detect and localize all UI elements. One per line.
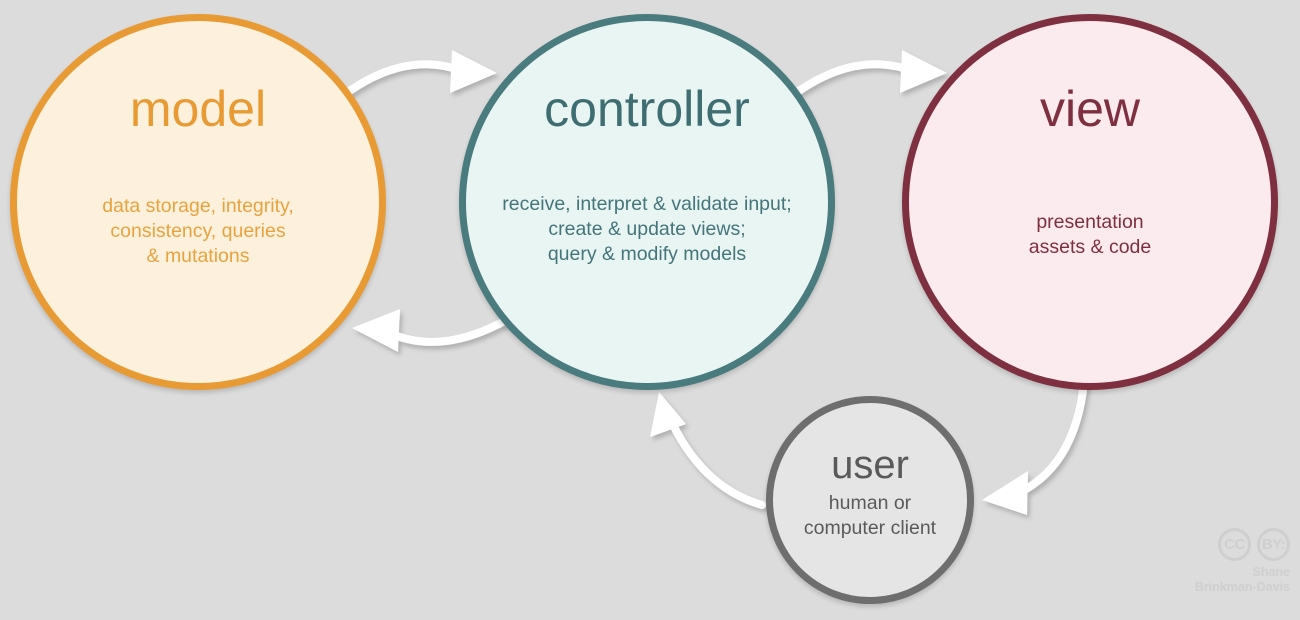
node-model[interactable]: model data storage, integrity, consisten… [10, 14, 386, 390]
node-user-description: human or computer client [803, 492, 937, 539]
creative-commons-marks: CC BY: [1178, 528, 1290, 561]
node-view[interactable]: view presentation assets & code [902, 14, 1278, 390]
attribution-block: CC BY: Shane Brinkman-Davis [1178, 528, 1290, 606]
node-view-title: view [1039, 81, 1141, 137]
node-model-title: model [129, 81, 267, 137]
node-model-description: data storage, integrity, consistency, qu… [102, 195, 294, 267]
attribution-by-icon: BY: [1257, 528, 1290, 561]
arrow-user-to-controller [650, 392, 766, 509]
author-last-name: Brinkman-Davis [1194, 579, 1290, 594]
author-first-name: Shane [1252, 565, 1290, 579]
creative-commons-icon: CC [1218, 528, 1251, 561]
arrow-view-to-user [982, 378, 1088, 515]
node-controller-description: receive, interpret & validate input; cre… [502, 193, 792, 265]
node-controller-title: controller [544, 81, 750, 137]
arrow-model-to-controller [336, 50, 497, 102]
arrow-controller-to-model [352, 309, 514, 352]
node-controller[interactable]: controller receive, interpret & validate… [459, 14, 835, 390]
node-user-title: user [831, 443, 909, 487]
author-name: Shane Brinkman-Davis [1178, 565, 1290, 595]
node-view-description: presentation assets & code [1028, 211, 1152, 258]
node-user[interactable]: user human or computer client [766, 396, 974, 604]
arrow-controller-to-view [785, 50, 947, 102]
